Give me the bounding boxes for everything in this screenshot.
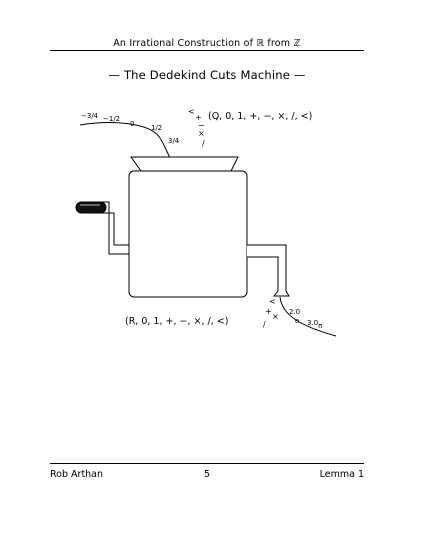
header-rule [50,50,364,51]
footer-label: Lemma 1 [319,469,364,480]
machine-body [128,170,248,298]
input-value: 0 [130,120,134,128]
output-value: 2.0 [289,308,300,316]
output-structure-tuple: (R, 0, 1, +, −, ×, /, <) [125,316,228,327]
output-operator: / [263,320,266,329]
input-operator: < [188,107,195,116]
input-operator: − [198,121,205,130]
input-operator: / [202,139,205,148]
machine-hopper [130,156,239,172]
output-spout [247,244,290,297]
input-value: 3/4 [168,137,180,145]
page-number: 5 [203,469,211,480]
output-number-line [279,296,337,337]
input-value: 1/2 [151,124,162,132]
output-value: π [318,322,323,330]
input-operator: × [198,129,205,138]
crank-handle [75,201,107,214]
input-value: −3/4 [81,112,99,120]
output-operator: < [269,297,276,306]
input-number-line [79,122,171,159]
footer-rule [50,463,364,464]
footer-author: Rob Arthan [50,469,104,480]
input-operator: + [195,113,202,122]
figure-title: — The Dedekind Cuts Machine — [108,68,306,82]
input-structure-tuple: (Q, 0, 1, +, −, ×, /, <) [208,111,312,122]
input-value: −1/2 [103,115,120,123]
crank-arm [101,201,129,255]
output-operator: + [265,307,272,316]
output-operator: × [272,312,279,321]
running-header-title: An Irrational Construction of ℝ from ℤ [113,38,301,49]
output-value: e [295,317,299,325]
output-value: 3.0 [307,319,318,327]
